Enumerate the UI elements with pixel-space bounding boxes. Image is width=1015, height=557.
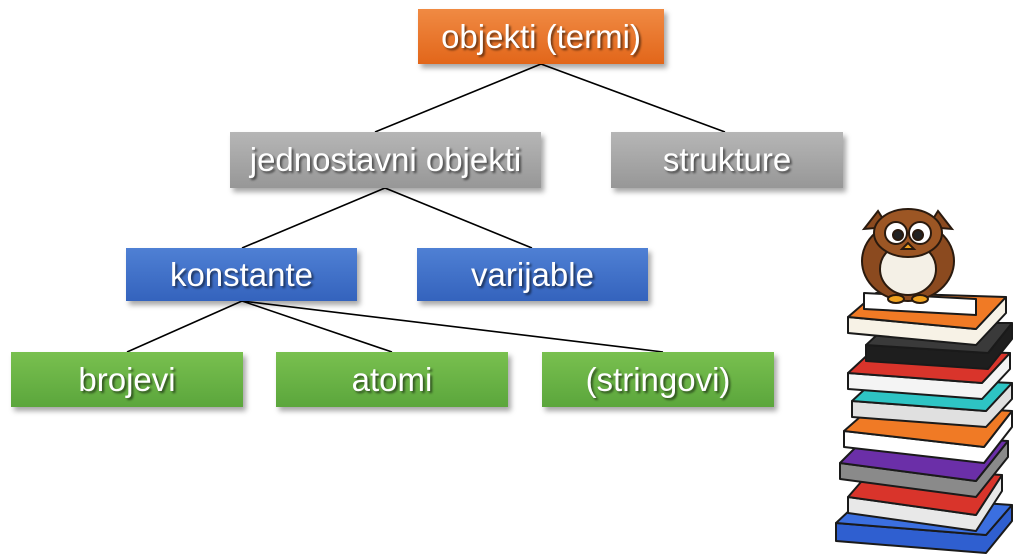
- node-objekti-termi: objekti (termi): [418, 9, 664, 64]
- edge-const-atom: [241, 300, 393, 353]
- node-varijable: varijable: [417, 248, 648, 301]
- edge-root-simple: [374, 63, 542, 133]
- node-atomi: atomi: [276, 352, 508, 407]
- node-konstante: konstante: [126, 248, 357, 301]
- edge-const-str: [241, 300, 664, 353]
- owl-icon: [861, 208, 955, 304]
- owl-on-books-illustration: [835, 208, 1013, 554]
- edge-simple-var: [384, 187, 533, 249]
- node-strukture: strukture: [611, 132, 843, 188]
- edge-root-struct: [540, 63, 726, 133]
- edge-simple-const: [241, 187, 386, 249]
- node-jednostavni-objekti: jednostavni objekti: [230, 132, 541, 188]
- node-stringovi: (stringovi): [542, 352, 774, 407]
- edge-const-broj: [126, 300, 243, 353]
- node-brojevi: brojevi: [11, 352, 243, 407]
- book-stack: [835, 292, 1013, 554]
